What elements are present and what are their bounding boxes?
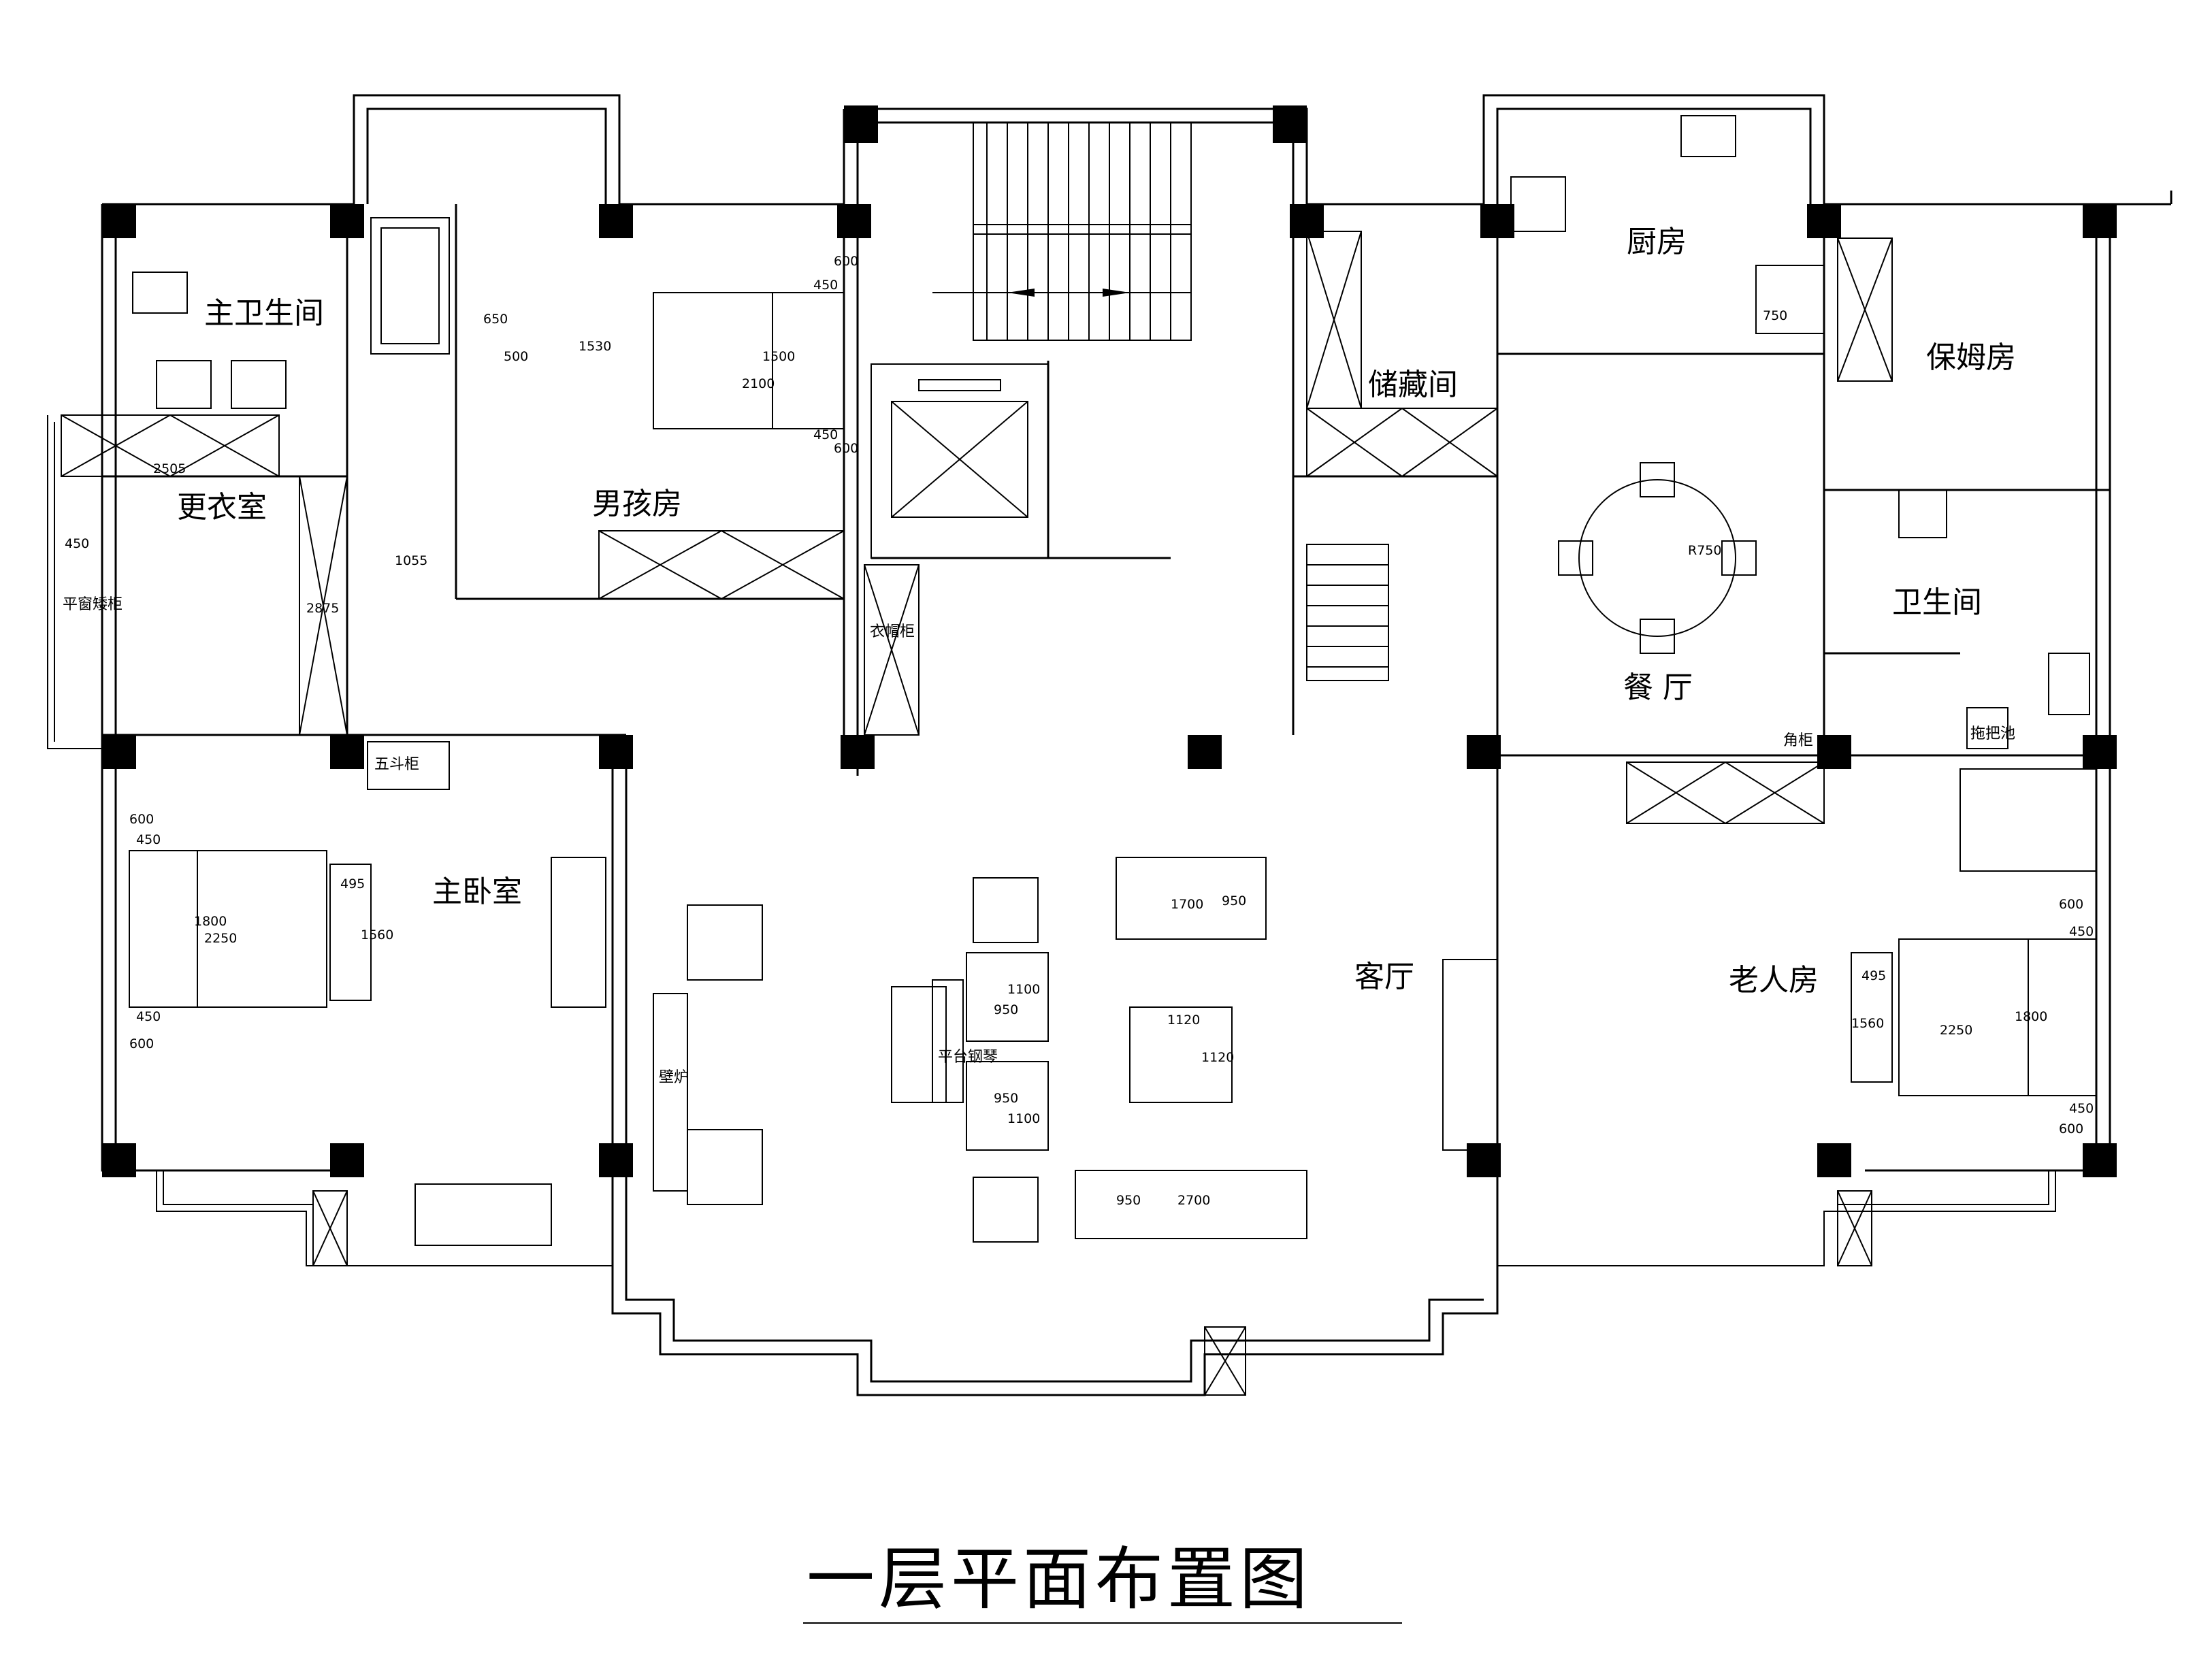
dim-600d: 600 (129, 1036, 154, 1051)
dim-600c: 600 (129, 812, 154, 827)
dining-set (1558, 462, 1757, 654)
dim-650: 650 (483, 312, 508, 327)
columns (102, 105, 2117, 1177)
label-piano: 平台钢琴 (938, 1049, 998, 1066)
dim-1800b: 1800 (2015, 1009, 2047, 1024)
label-table-radius: R750 (1688, 543, 1721, 558)
room-kitchen: 厨房 (1627, 225, 1687, 259)
dim-2875: 2875 (306, 601, 339, 616)
label-window-cabinet: 平窗矮柜 (63, 596, 123, 613)
label-corner-cabinet: 角柜 (1783, 732, 1813, 749)
dim-950a: 950 (1222, 894, 1246, 908)
dim-1100a: 1100 (1007, 982, 1040, 997)
dim-1800: 1800 (194, 914, 227, 929)
room-elder: 老人房 (1729, 963, 1819, 998)
lower-stair (1306, 544, 1389, 681)
label-mop-sink: 拖把池 (1970, 725, 2015, 742)
dimension-labels: 2505 450 2875 1055 650 500 1530 2100 150… (65, 254, 2094, 1208)
dim-450c: 450 (813, 427, 838, 442)
dim-1500: 1500 (762, 349, 795, 364)
dim-750: 750 (1763, 308, 1787, 323)
dim-1530: 1530 (579, 339, 611, 354)
dim-1560b: 1560 (1851, 1016, 1884, 1031)
room-living: 客厅 (1354, 960, 1414, 994)
dim-950b: 950 (994, 1002, 1018, 1017)
dim-450e: 450 (136, 1009, 161, 1024)
dim-1120b: 1120 (1201, 1050, 1234, 1065)
dim-2250b: 2250 (1940, 1023, 1972, 1038)
room-dining: 餐 厅 (1623, 670, 1693, 705)
dim-1055: 1055 (395, 553, 427, 568)
dim-1120a: 1120 (1167, 1013, 1200, 1028)
room-bathroom: 卫生间 (1892, 585, 1982, 620)
beds (129, 292, 2097, 1096)
dim-1560a: 1560 (361, 928, 393, 942)
dim-450d: 450 (136, 832, 161, 847)
dim-2700: 2700 (1177, 1193, 1210, 1208)
dim-450g: 450 (2069, 1101, 2094, 1116)
dim-450b: 450 (813, 278, 838, 293)
plan-title: 一层平面布置图 (803, 1539, 1402, 1624)
label-fireplace: 壁炉 (659, 1069, 689, 1086)
room-boy: 男孩房 (592, 487, 682, 521)
dim-600a: 600 (834, 254, 858, 269)
page-title: 一层平面布置图 (807, 1539, 1312, 1619)
elevator (871, 363, 1049, 559)
dim-600f: 600 (2059, 1121, 2083, 1136)
dim-1100b: 1100 (1007, 1111, 1040, 1126)
dim-495b: 495 (1861, 968, 1886, 983)
label-chest: 五斗柜 (374, 756, 419, 773)
dim-950c: 950 (994, 1091, 1018, 1106)
living-furniture (653, 857, 1498, 1243)
dim-500: 500 (504, 349, 528, 364)
cabinets (61, 231, 1893, 1396)
dim-600e: 600 (2059, 897, 2083, 912)
dim-450f: 450 (2069, 924, 2094, 939)
interior-walls (102, 204, 2110, 762)
furniture-labels: 平窗矮柜 衣帽柜 五斗柜 壁炉 平台钢琴 角柜 拖把池 R750 (63, 543, 2015, 1086)
dim-600b: 600 (834, 441, 858, 456)
dim-2100: 2100 (742, 376, 775, 391)
room-master-bath: 主卫生间 (204, 296, 324, 331)
room-nanny: 保姆房 (1926, 340, 2016, 375)
room-labels: 主卫生间 更衣室 男孩房 储藏间 厨房 保姆房 主卧室 客厅 餐 厅 卫生间 老… (177, 225, 2016, 998)
dim-495a: 495 (340, 876, 365, 891)
bath-fixtures (132, 115, 2097, 1246)
dim-450: 450 (65, 536, 89, 551)
dim-950d: 950 (1116, 1193, 1141, 1208)
room-dressing: 更衣室 (177, 490, 267, 525)
dim-2250a: 2250 (204, 931, 237, 946)
dim-1700: 1700 (1171, 897, 1203, 912)
dim-2505: 2505 (153, 461, 186, 476)
label-wardrobe: 衣帽柜 (870, 623, 915, 640)
room-master-bedroom: 主卧室 (432, 874, 522, 909)
staircase (932, 122, 1192, 341)
room-storage: 储藏间 (1368, 367, 1458, 402)
